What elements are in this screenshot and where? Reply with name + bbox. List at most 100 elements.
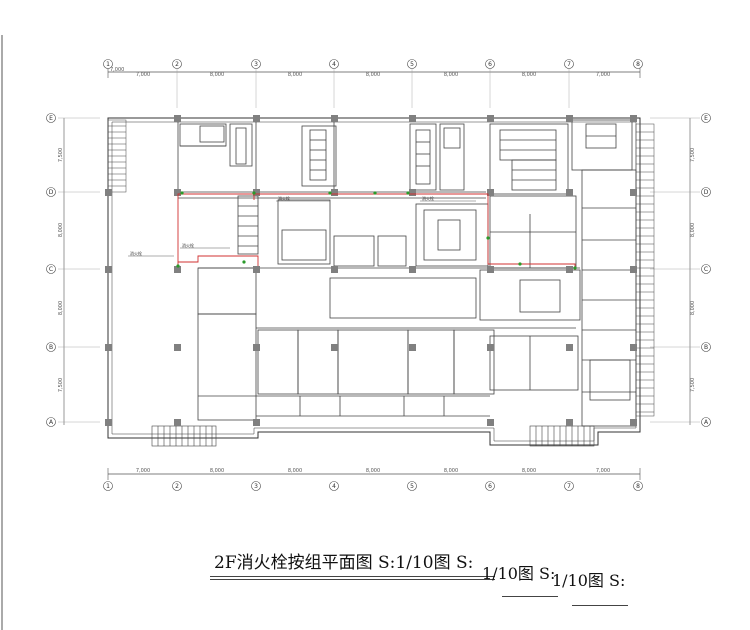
- hydrant-nodes: [176, 191, 577, 270]
- grid-bubble-bottom-1: [103, 481, 113, 491]
- grid-label-bottom-7: 7: [567, 483, 571, 490]
- top-grid-axes: 1 2 3 4 5 6 7 8 7,000 8,000 8,000 8,000 …: [103, 59, 643, 108]
- grid-bubble-right-B: [701, 342, 711, 352]
- grid-bubble-top-6: [485, 59, 495, 69]
- right-span-3: 8,000: [690, 301, 696, 315]
- top-span-3: 8,000: [288, 72, 302, 78]
- grid-label-bottom-2: 2: [175, 483, 179, 490]
- hydrant-label-3: 消火栓: [130, 250, 142, 256]
- hydrant-annotations: 消火栓 消火栓 消火栓 消火栓: [128, 195, 476, 257]
- title-underline-3: [502, 596, 558, 597]
- right-span-2: 8,000: [690, 223, 696, 237]
- grid-bubble-right-A: [701, 417, 711, 427]
- title-underline-4: [572, 605, 628, 606]
- grid-bubble-top-8: [633, 59, 643, 69]
- grid-bubble-top-7: [564, 59, 574, 69]
- grid-bubble-left-E: [46, 113, 56, 123]
- bottom-dimension-line: [107, 468, 641, 480]
- title-underline-2: [210, 579, 495, 580]
- left-ramp: [107, 119, 127, 193]
- left-span-1: 7,500: [58, 148, 64, 162]
- grid-label-bottom-5: 5: [410, 483, 414, 490]
- bottom-span-2: 8,000: [210, 468, 224, 474]
- grid-label-top-6: 6: [488, 61, 492, 68]
- bottom-stair-right: [529, 425, 595, 447]
- bottom-span-5: 8,000: [444, 468, 458, 474]
- left-span-3: 8,000: [58, 301, 64, 315]
- grid-label-right-D: D: [704, 189, 709, 196]
- left-span-4: 7,500: [58, 378, 64, 392]
- grid-bubble-top-4: [329, 59, 339, 69]
- grid-label-left-D: D: [49, 189, 54, 196]
- top-span-7: 7,000: [596, 72, 610, 78]
- bottom-span-7: 7,000: [596, 468, 610, 474]
- bottom-stair-left: [151, 425, 217, 447]
- grid-bubble-bottom-7: [564, 481, 574, 491]
- grid-label-top-4: 4: [332, 61, 336, 68]
- grid-label-bottom-4: 4: [332, 483, 336, 490]
- hydrant-label-1: 消火栓: [278, 195, 290, 201]
- bottom-span-6: 8,000: [522, 468, 536, 474]
- right-ramp: [635, 123, 655, 417]
- grid-label-right-C: C: [704, 266, 708, 273]
- hydrant-label-4: 消火栓: [182, 242, 194, 248]
- grid-label-left-B: B: [49, 344, 53, 351]
- right-span-1: 7,500: [690, 148, 696, 162]
- right-span-4: 7,500: [690, 378, 696, 392]
- left-grid-axes: E D C B A 7,500 8,000 8,000 7,500: [46, 113, 100, 427]
- bottom-span-1: 7,000: [136, 468, 150, 474]
- grid-label-top-2: 2: [175, 61, 179, 68]
- grid-bubble-right-D: [701, 187, 711, 197]
- dimension-start-label: 7,000: [110, 67, 124, 73]
- grid-label-top-7: 7: [567, 61, 571, 68]
- grid-bubble-bottom-2: [172, 481, 182, 491]
- bottom-span-3: 8,000: [288, 468, 302, 474]
- structural-columns: [105, 115, 637, 426]
- grid-bubble-bottom-3: [251, 481, 261, 491]
- left-span-2: 8,000: [58, 223, 64, 237]
- grid-label-top-1: 1: [106, 61, 110, 68]
- grid-bubble-bottom-8: [633, 481, 643, 491]
- bottom-grid-axes: 1 2 3 4 5 6 7 8 7,000 8,000 8,000 8,000 …: [103, 468, 643, 491]
- grid-bubble-top-2: [172, 59, 182, 69]
- top-span-6: 8,000: [522, 72, 536, 78]
- hydrant-pipe-network: [177, 193, 576, 270]
- top-span-1: 7,000: [136, 72, 150, 78]
- grid-label-left-E: E: [49, 115, 53, 122]
- grid-label-bottom-6: 6: [488, 483, 492, 490]
- grid-bubble-bottom-5: [407, 481, 417, 491]
- grid-bubble-top-5: [407, 59, 417, 69]
- grid-label-right-A: A: [704, 419, 709, 426]
- grid-bubble-top-3: [251, 59, 261, 69]
- grid-label-bottom-8: 8: [636, 483, 640, 490]
- grid-bubble-left-C: [46, 264, 56, 274]
- grid-label-left-A: A: [49, 419, 54, 426]
- grid-label-bottom-3: 3: [254, 483, 258, 490]
- interior-walls: [177, 118, 637, 427]
- top-span-2: 8,000: [210, 72, 224, 78]
- drawing-title: 2F消火栓按组平面图 S:1/10图 S:: [214, 553, 474, 573]
- grid-bubble-right-C: [701, 264, 711, 274]
- drawing-title-repeat-2: 1/10图 S:: [552, 571, 626, 590]
- grid-label-right-E: E: [704, 115, 708, 122]
- top-span-5: 8,000: [444, 72, 458, 78]
- grid-bubble-bottom-4: [329, 481, 339, 491]
- grid-label-bottom-1: 1: [106, 483, 110, 490]
- grid-bubble-left-A: [46, 417, 56, 427]
- grid-bubble-left-B: [46, 342, 56, 352]
- grid-bubble-right-E: [701, 113, 711, 123]
- grid-label-right-B: B: [704, 344, 708, 351]
- grid-label-top-3: 3: [254, 61, 258, 68]
- grid-label-left-C: C: [49, 266, 53, 273]
- title-underline-1: [210, 576, 495, 577]
- grid-bubble-left-D: [46, 187, 56, 197]
- grid-label-top-8: 8: [636, 61, 640, 68]
- bottom-span-4: 8,000: [366, 468, 380, 474]
- top-span-4: 8,000: [366, 72, 380, 78]
- hydrant-label-2: 消火栓: [422, 195, 434, 201]
- grid-label-top-5: 5: [410, 61, 414, 68]
- right-grid-axes: E D C B A 7,500 8,000 8,000 7,500: [650, 113, 711, 427]
- drawing-title-repeat-1: 1/10图 S:: [482, 564, 556, 583]
- grid-bubble-top-1: [103, 59, 113, 69]
